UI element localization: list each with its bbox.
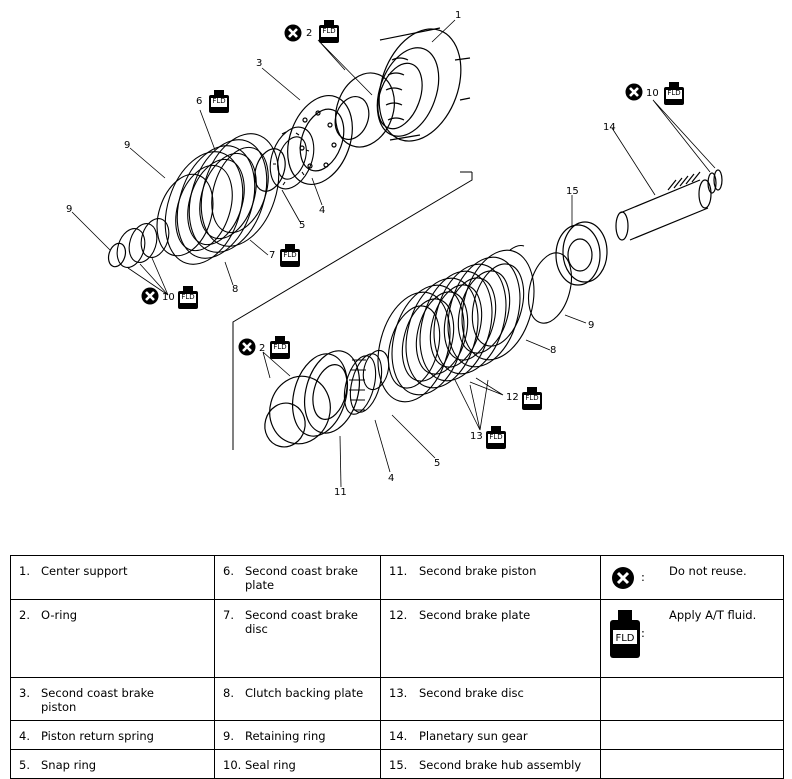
callout-5: 5: [299, 220, 305, 231]
second-brake-plates-discs: [377, 244, 535, 403]
legend-row: 2.O-ring 7.Second coast brake disc 12.Se…: [10, 599, 784, 678]
second-brake-hub-assembly: [555, 221, 608, 286]
legend-cell: 11.Second brake piston: [380, 555, 601, 600]
coast-brake-plates-discs: [164, 133, 280, 265]
do-not-reuse-icon: [237, 337, 257, 357]
svg-text:FLD: FLD: [212, 97, 225, 105]
callout-8: 8: [550, 345, 556, 356]
snap-ring-lower: [362, 349, 390, 391]
callout-14: 14: [603, 122, 616, 133]
legend-cell: 1.Center support: [10, 555, 215, 600]
callout-9: 9: [124, 140, 130, 151]
svg-text:FLD: FLD: [615, 633, 634, 644]
fluid-bottle-icon: FLD: [610, 610, 640, 658]
legend-row: 1.Center support 6.Second coast brake pl…: [10, 555, 784, 600]
svg-text:FLD: FLD: [283, 251, 296, 259]
legend-cell: 15.Second brake hub assembly: [380, 749, 601, 779]
legend-row: 3.Second coast brake piston 8.Clutch bac…: [10, 677, 784, 721]
legend-apply-fluid: FLD : Apply A/T fluid.: [600, 599, 784, 678]
seal-rings-left: [116, 218, 170, 268]
fluid-bottle-icon: FLD: [522, 387, 542, 410]
o-rings-lower: [264, 375, 331, 448]
svg-text:FLD: FLD: [489, 433, 502, 441]
exploded-parts-diagram: FLD FLD FLD FLD FLD FLD FLD FLD 1 2 3 6 …: [66, 10, 723, 498]
legend-cell: 6.Second coast brake plate: [214, 555, 381, 600]
callout-9: 9: [588, 320, 594, 331]
do-not-reuse-icon: [283, 23, 303, 43]
legend-cell: 5.Snap ring: [10, 749, 215, 779]
fluid-bottle-icon: FLD: [319, 20, 339, 43]
callout-3: 3: [256, 58, 262, 69]
legend-row: 5.Snap ring 10.Seal ring 15.Second brake…: [10, 749, 784, 779]
fluid-bottle-icon: FLD: [664, 82, 684, 105]
legend-cell: 2.O-ring: [10, 599, 215, 678]
svg-text:FLD: FLD: [181, 293, 194, 301]
assembly-frame: [232, 171, 473, 450]
leader-lines: [71, 19, 716, 488]
callout-2: 2: [306, 28, 312, 39]
o-rings-upper: [334, 72, 395, 148]
legend-cell-empty: [600, 720, 784, 750]
callout-5: 5: [434, 458, 440, 469]
fluid-bottle-icon: FLD: [270, 336, 290, 359]
legend-cell: 8.Clutch backing plate: [214, 677, 381, 721]
parts-legend-table: 1.Center support 6.Second coast brake pl…: [10, 555, 784, 779]
legend-cell-empty: [600, 677, 784, 721]
retaining-ring-small: [107, 242, 127, 268]
legend-cell: 3.Second coast brake piston: [10, 677, 215, 721]
legend-cell-empty: [600, 749, 784, 779]
callout-6: 6: [196, 96, 202, 107]
center-support: [376, 27, 471, 142]
callout-10: 10: [646, 88, 659, 99]
callout-15: 15: [566, 186, 579, 197]
retaining-ring-upper: [156, 173, 214, 257]
legend-cell: 12.Second brake plate: [380, 599, 601, 678]
retaining-ring-right: [528, 252, 572, 324]
callout-2: 2: [259, 343, 265, 354]
legend-cell: 14.Planetary sun gear: [380, 720, 601, 750]
legend-cell: 4.Piston return spring: [10, 720, 215, 750]
svg-text:FLD: FLD: [273, 343, 286, 351]
fluid-bottle-icon: FLD: [486, 426, 506, 449]
callout-12: 12: [506, 392, 519, 403]
legend-row: 4.Piston return spring 9.Retaining ring …: [10, 720, 784, 750]
legend-cell: 13.Second brake disc: [380, 677, 601, 721]
callout-4: 4: [319, 205, 325, 216]
svg-text:FLD: FLD: [322, 27, 335, 35]
piston-return-spring-upper: [269, 126, 315, 190]
callout-4: 4: [388, 473, 394, 484]
legend-cell: 9.Retaining ring: [214, 720, 381, 750]
do-not-reuse-icon: [624, 82, 644, 102]
fluid-bottle-icon: FLD: [209, 90, 229, 113]
svg-text:FLD: FLD: [525, 394, 538, 402]
planetary-sun-gear: [615, 169, 723, 241]
second-brake-piston: [292, 350, 360, 437]
do-not-reuse-icon: [140, 286, 160, 306]
callout-1: 1: [455, 10, 461, 21]
fluid-bottle-icon: FLD: [178, 286, 198, 309]
piston-return-spring-lower: [343, 353, 383, 415]
callout-9: 9: [66, 204, 72, 215]
callout-8: 8: [232, 284, 238, 295]
callout-10: 10: [162, 292, 175, 303]
legend-cell: 7.Second coast brake disc: [214, 599, 381, 678]
callout-7: 7: [269, 250, 275, 261]
svg-text:FLD: FLD: [667, 89, 680, 97]
fluid-bottle-icon: FLD: [280, 244, 300, 267]
do-not-reuse-icon: [612, 567, 634, 589]
legend-do-not-reuse: : Do not reuse.: [600, 555, 784, 600]
second-coast-brake-piston: [287, 94, 353, 186]
callout-13: 13: [470, 431, 483, 442]
legend-cell: 10.Seal ring: [214, 749, 381, 779]
callout-11: 11: [334, 487, 347, 498]
snap-ring-upper: [254, 148, 286, 192]
